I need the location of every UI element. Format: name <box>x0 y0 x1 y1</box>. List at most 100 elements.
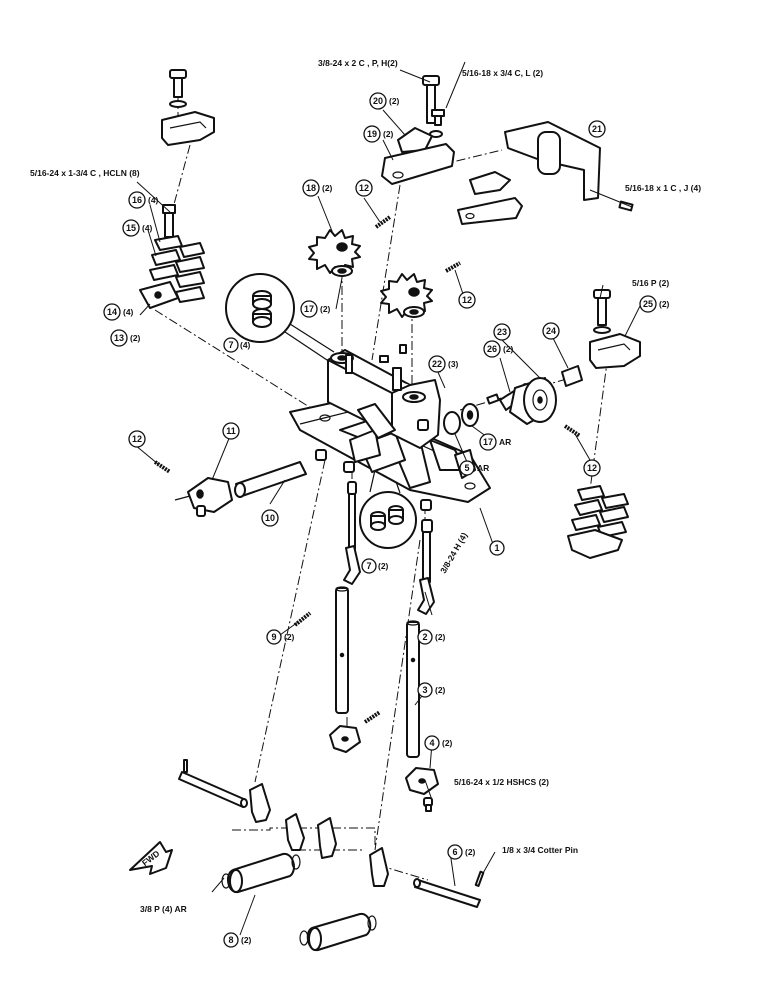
callout-17b: 17 AR <box>479 433 511 451</box>
svg-text:5: 5 <box>464 463 469 473</box>
callout-14: 14(4) <box>103 303 134 321</box>
bracket-left <box>249 783 271 823</box>
callout-22: 22 (3) <box>428 355 459 373</box>
svg-text:10: 10 <box>265 513 275 523</box>
svg-text:17: 17 <box>304 304 314 314</box>
callout-10: 10 <box>261 509 279 527</box>
forward-arrow: FWD <box>129 841 173 875</box>
plate-14e <box>175 286 205 303</box>
callout-4: 4(2) <box>424 735 453 751</box>
callout-1: 1 <box>489 540 505 556</box>
svg-text:16: 16 <box>132 195 142 205</box>
callout-24: 24 <box>542 322 560 340</box>
callout-23: 23 <box>493 323 511 341</box>
callout-11: 11 <box>222 422 240 440</box>
callout-12b: 12 <box>458 291 476 309</box>
svg-text:6: 6 <box>452 847 457 857</box>
callout-20: 20(2) <box>369 92 400 110</box>
bushing-detail-upper <box>225 273 335 363</box>
shaft-10 <box>235 461 307 497</box>
svg-text:13: 13 <box>114 333 124 343</box>
support-bracket-25-left <box>161 111 215 146</box>
bolt-24 <box>561 365 583 387</box>
svg-text:2: 2 <box>422 632 427 642</box>
note-bolt-5-16-18-3-4: 5/16-18 x 3/4 C, L (2) <box>462 68 543 78</box>
plate-14b <box>175 256 205 273</box>
roller-8-left <box>226 852 295 894</box>
svg-text:(3): (3) <box>448 359 459 369</box>
tube-3-left <box>335 587 349 714</box>
svg-text:18: 18 <box>306 183 316 193</box>
svg-text:(4): (4) <box>123 307 134 317</box>
svg-text:(2): (2) <box>378 561 389 571</box>
plate-14d <box>175 271 205 288</box>
note-pin-5-16: 5/16 P (2) <box>632 278 669 288</box>
callout-25: 25 (2) <box>639 295 670 313</box>
svg-text:9: 9 <box>271 632 276 642</box>
washer <box>169 100 187 108</box>
bolt-head <box>169 69 187 79</box>
bracket-right <box>369 847 389 887</box>
callout-19: 19(2) <box>363 125 394 143</box>
pin-left <box>178 771 247 808</box>
svg-text:23: 23 <box>497 327 507 337</box>
tube-3-right <box>406 621 420 758</box>
latch-20 <box>397 127 433 153</box>
callout-2: 2(2) <box>417 629 446 645</box>
support-bracket-25 <box>589 333 641 369</box>
note-screw-hshcs: 5/16-24 x 1/2 HSHCS (2) <box>454 777 549 787</box>
svg-text:11: 11 <box>226 426 236 436</box>
hex-nuts <box>315 419 432 511</box>
svg-text:22: 22 <box>432 359 442 369</box>
callout-26: 26(2) <box>483 340 514 358</box>
svg-text:8: 8 <box>228 935 233 945</box>
svg-text:17: 17 <box>483 437 493 447</box>
note-bolt-5-16-24-1-3-4: 5/16-24 x 1-3/4 C , HCLN (8) <box>30 168 140 178</box>
callout-7a: 7 (4) <box>223 337 251 353</box>
latch-plate-19 <box>381 143 455 185</box>
latch-plate-lower <box>457 197 523 225</box>
pad-stack-left <box>139 204 205 309</box>
callout-12c: 12 <box>128 430 146 448</box>
callout-6: 6 (2) <box>447 844 476 860</box>
leader-lines <box>134 61 641 936</box>
callout-3: 3(2) <box>417 682 446 698</box>
callout-8: 8(2) <box>223 932 252 948</box>
note-bolt-3-8-24-2c: 3/8-24 x 2 C , P, H(2) <box>318 58 398 68</box>
svg-text:25: 25 <box>643 299 653 309</box>
svg-text:(2): (2) <box>465 847 476 857</box>
callout-16: 16(4) <box>128 191 159 209</box>
svg-text:24: 24 <box>546 326 556 336</box>
svg-text:12: 12 <box>132 434 142 444</box>
plate-15b <box>179 242 205 258</box>
svg-text:(2): (2) <box>442 738 453 748</box>
shaft-right <box>405 519 439 812</box>
note-cotter-pin: 1/8 x 3/4 Cotter Pin <box>502 845 578 855</box>
callout-7b: 7(2) <box>361 558 389 574</box>
note-bolt-5-16-18-1c: 5/16-18 x 1 C , J (4) <box>625 183 701 193</box>
svg-text:(4): (4) <box>142 223 153 233</box>
callout-9: 9(2) <box>266 629 295 645</box>
svg-text:12: 12 <box>359 183 369 193</box>
svg-text:21: 21 <box>592 124 602 134</box>
svg-text:(2): (2) <box>659 299 670 309</box>
svg-text:(2): (2) <box>435 685 446 695</box>
svg-text:(2): (2) <box>322 183 333 193</box>
plate-14a <box>151 249 181 266</box>
pad-stack-right <box>567 485 629 559</box>
callout-15: 15(4) <box>122 219 153 237</box>
svg-text:7: 7 <box>228 340 233 350</box>
svg-text:(4): (4) <box>240 340 251 350</box>
svg-text:AR: AR <box>499 437 511 447</box>
callout-13: 13 (2) <box>110 329 141 347</box>
upper-right-bracket-group <box>589 289 641 369</box>
sprockets <box>308 229 433 318</box>
svg-text:(2): (2) <box>383 129 394 139</box>
upper-left-bracket-group <box>161 69 215 146</box>
svg-text:(2): (2) <box>320 304 331 314</box>
svg-text:(2): (2) <box>389 96 400 106</box>
svg-text:(2): (2) <box>130 333 141 343</box>
drive-shaft-group <box>174 461 307 517</box>
